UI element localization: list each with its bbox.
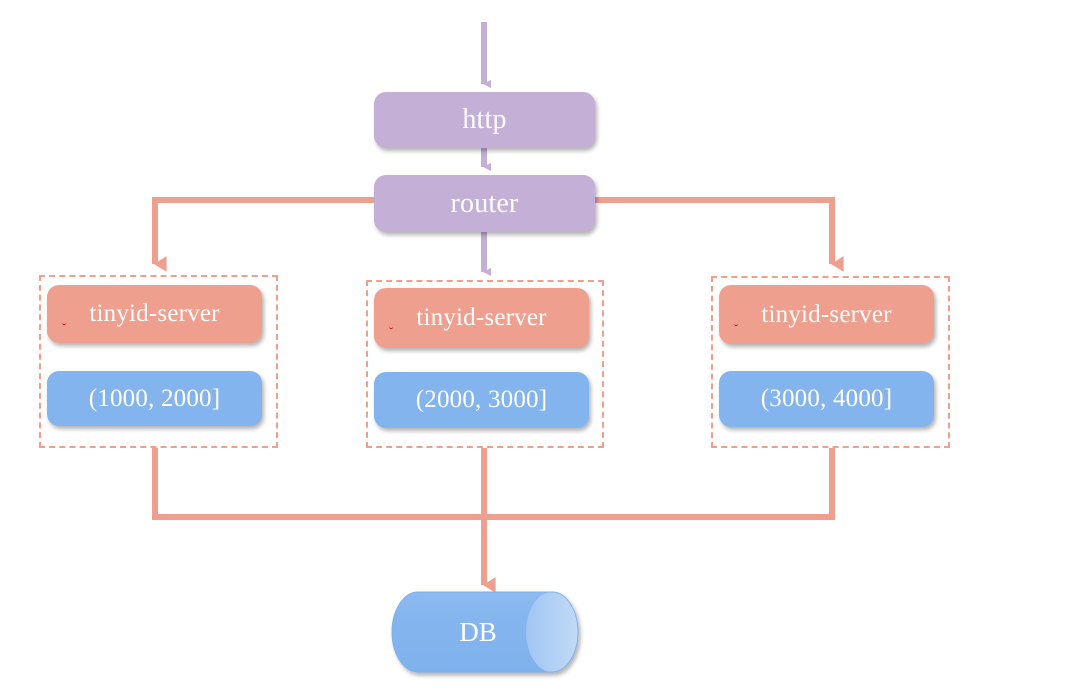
group-center-range-label: (2000, 3000] [415,386,548,413]
group-right-range-box[interactable]: (3000, 4000] [719,371,934,427]
group-center-server-box[interactable]: tinyid-server ˇ [374,288,589,348]
connector-router-to-group-left [152,197,374,272]
node-router[interactable]: router [374,175,595,232]
group-center-server-label: tinyid-server [416,304,547,331]
group-center-range-box[interactable]: (2000, 3000] [374,372,589,428]
group-center [366,280,604,448]
group-left-range-label: (1000, 2000] [88,384,221,412]
group-left-range-box[interactable]: (1000, 2000] [47,371,262,426]
group-right [711,276,950,448]
connector-router-to-group-right [595,197,844,272]
node-router-label: router [450,187,519,219]
group-right-server-label: tinyid-server [761,300,892,328]
db-cylinder [391,591,579,673]
group-left-server-box[interactable]: tinyid-server ˇ [47,285,262,343]
node-http-label: http [462,104,507,135]
group-left [39,275,278,448]
group-right-server-box[interactable]: tinyid-server ˇ [719,285,934,344]
group-right-marker-icon: ˇ [734,322,739,335]
node-http[interactable]: http [374,92,595,148]
node-db-label: DB [459,616,497,647]
group-right-range-label: (3000, 4000] [760,385,893,412]
connector-group-right-to-db [484,448,835,520]
group-center-marker-icon: ˇ [389,325,394,338]
group-left-marker-icon: ˇ [62,321,67,334]
group-left-server-label: tinyid-server [89,300,220,327]
connector-group-left-to-db [152,448,484,520]
node-db[interactable]: DB [418,602,538,662]
